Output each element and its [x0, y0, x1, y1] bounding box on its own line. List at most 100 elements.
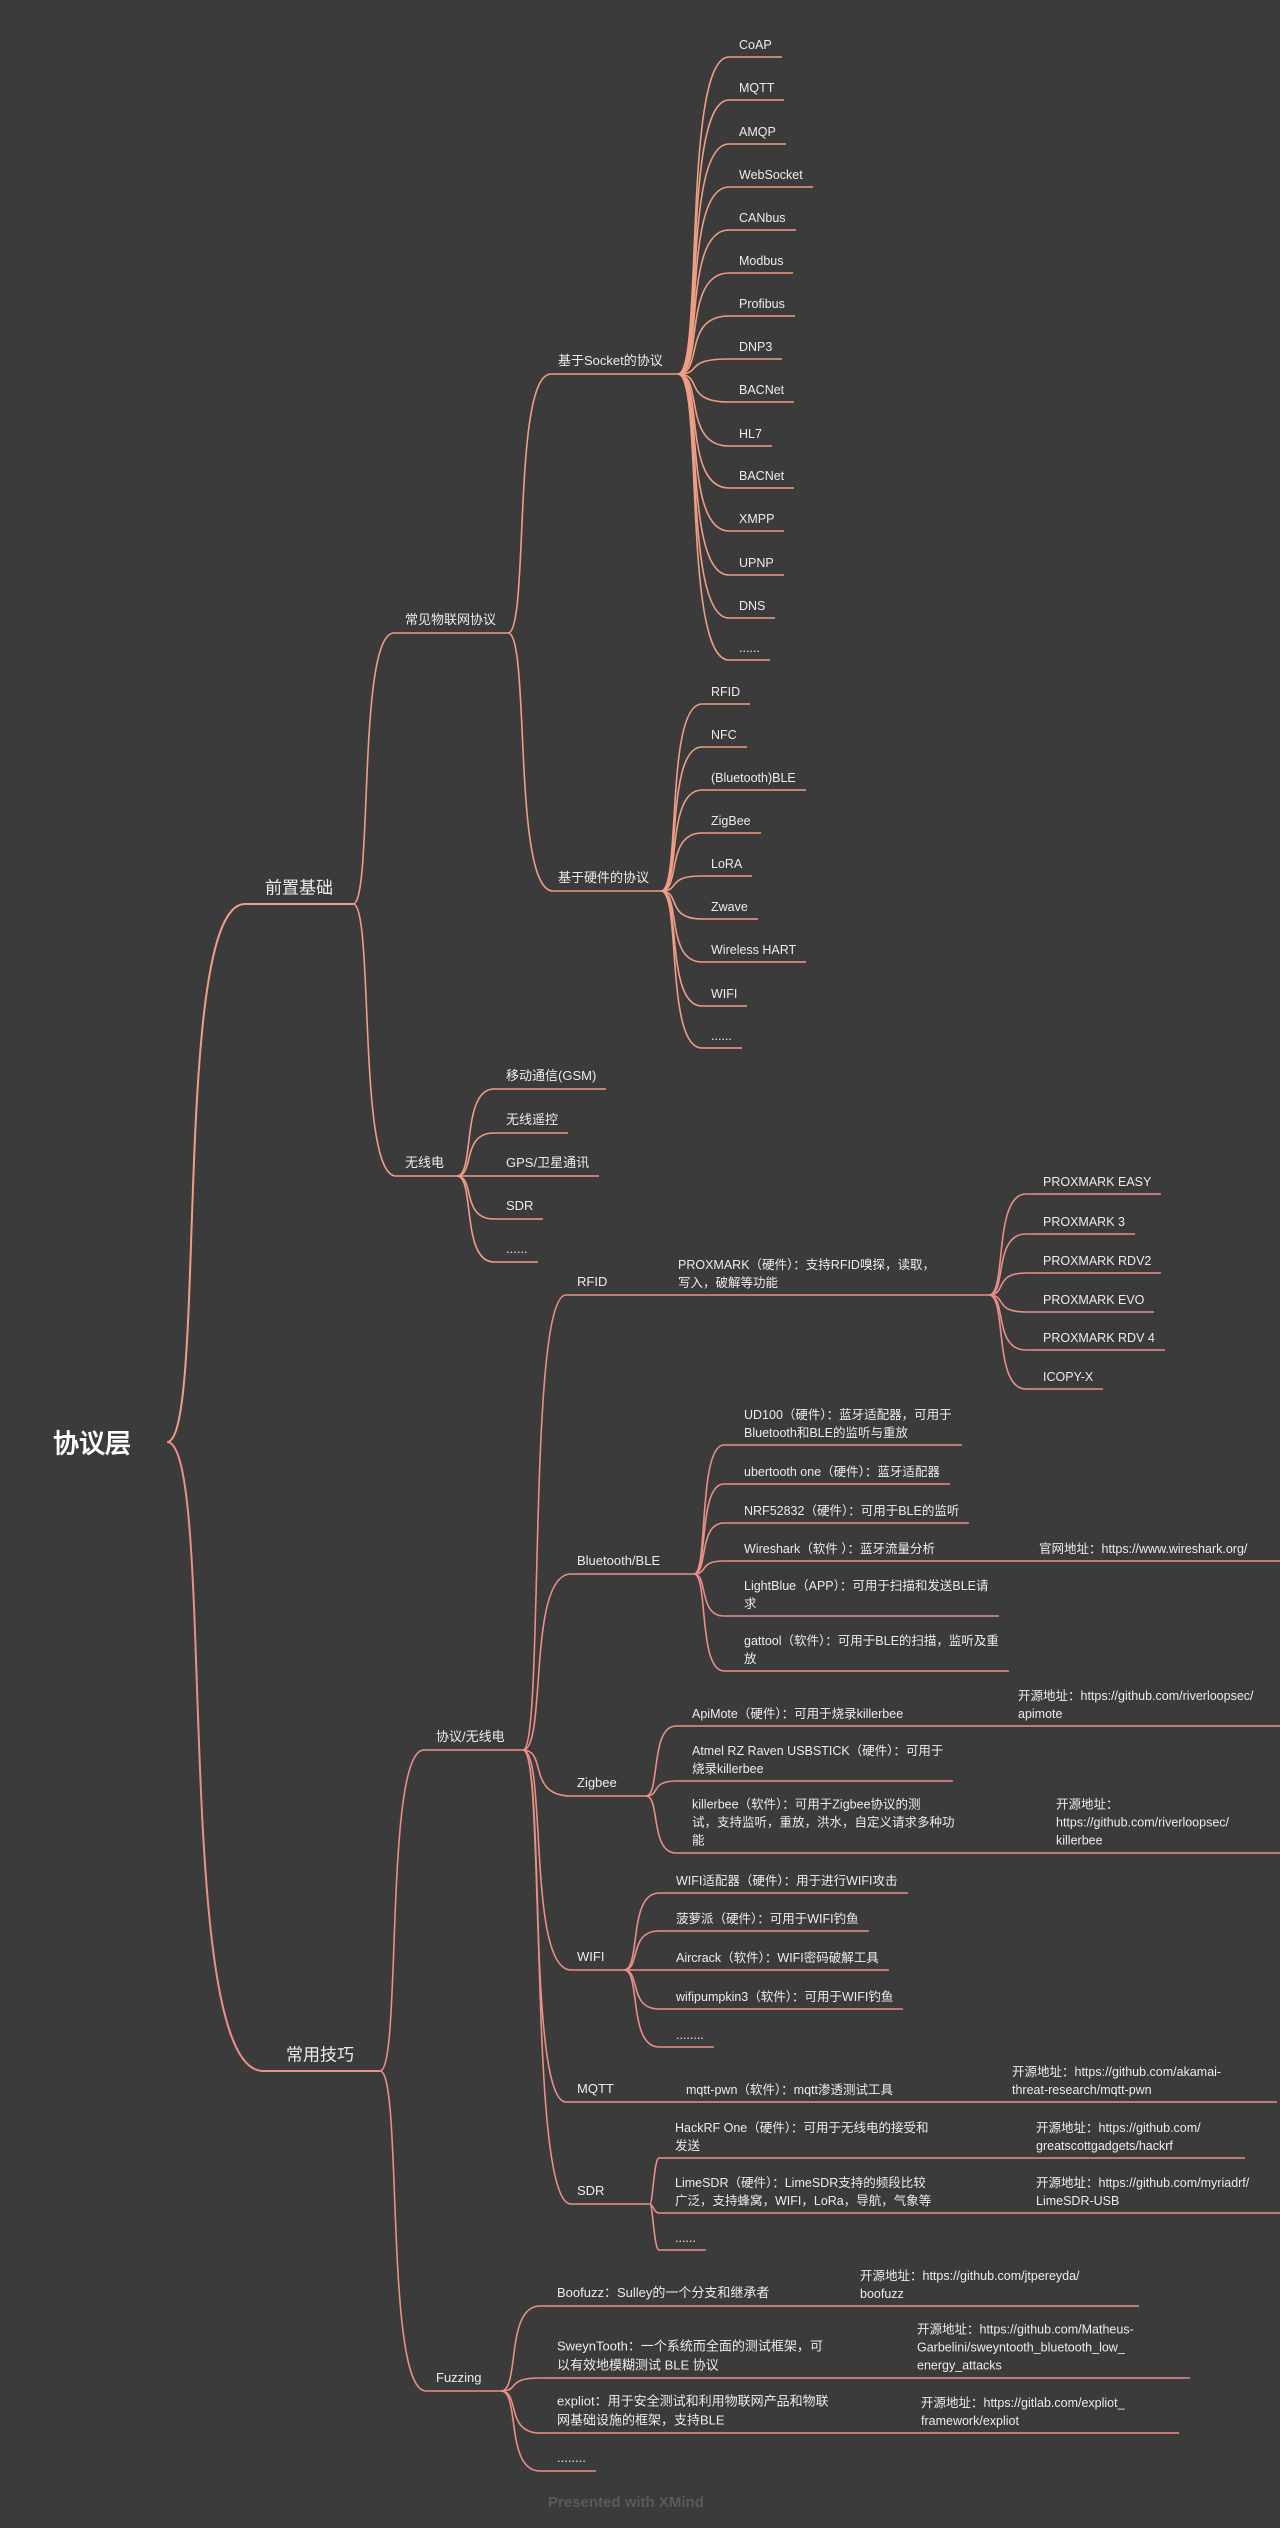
topic-atmel-rz-raven-usbstick: Atmel RZ Raven USBSTICK（硬件）：可用于 烧录killer… — [692, 1743, 944, 1776]
topic-dnp3: DNP3 — [739, 339, 773, 354]
source-url-link[interactable]: 开源地址：https://github.com/ greatscottgadge… — [1036, 2120, 1201, 2153]
topic-item: ...... — [711, 1028, 732, 1043]
connector-ubertooth-one — [693, 1483, 950, 1575]
root-topic: 协议层 — [53, 1428, 132, 1459]
topic-item: ...... — [739, 640, 760, 655]
connector-item — [500, 2390, 596, 2472]
source-url-link[interactable]: 开源地址：https://github.com/myriadrf/ LimeSD… — [1036, 2175, 1250, 2208]
topic-websocket: WebSocket — [739, 167, 803, 182]
source-url-link[interactable]: 官网地址：https://www.wireshark.org/ — [1039, 1541, 1248, 1556]
topic-sweyntooth: SweynTooth：一个系统而全面的测试框架，可 以有效地模糊测试 BLE 协… — [557, 2338, 823, 2373]
connector-sdr — [456, 1175, 543, 1220]
connector-sdr — [522, 1749, 650, 2205]
source-url-link[interactable]: 开源地址：https://github.com/riverloopsec/ ap… — [1018, 1688, 1254, 1721]
source-url-link[interactable]: 开源地址：https://github.com/akamai- threat-r… — [1012, 2064, 1222, 2097]
connector-item — [623, 1969, 714, 2048]
connector-lora — [660, 875, 752, 892]
topic-sdr: SDR — [506, 1198, 534, 1214]
connector-lightblue — [693, 1573, 999, 1617]
main-topic-前置基础: 前置基础 — [265, 878, 333, 898]
topic-wireless-hart: Wireless HART — [711, 942, 797, 957]
topic-xmpp: XMPP — [739, 511, 775, 526]
connector-zigbee — [522, 1749, 646, 1797]
source-url-link[interactable]: 开源地址：https://github.com/Matheus- Garbeli… — [917, 2322, 1134, 2373]
subtopic-fuzzing: Fuzzing — [436, 2370, 482, 2386]
topic-wifi: WIFI — [711, 986, 738, 1001]
connector-atmel-rz-raven-usbstick — [645, 1780, 953, 1797]
connector-常见物联网协议 — [352, 632, 508, 905]
topic-zigbee: ZigBee — [711, 813, 751, 828]
topic-bacnet: BACNet — [739, 382, 785, 397]
connector-zwave — [660, 890, 758, 920]
topic-item: ...... — [506, 1241, 528, 1257]
connector-item — [677, 373, 770, 661]
topic-icopy-x: ICOPY-X — [1043, 1369, 1094, 1384]
topic-proxmark-rdv-4: PROXMARK RDV 4 — [1043, 1330, 1155, 1345]
connector-apimote — [645, 1725, 1280, 1797]
connector-常用技巧 — [166, 1441, 380, 2072]
connector-rfid — [522, 1294, 625, 1751]
source-url-link[interactable]: 开源地址：https://github.com/riverloopsec/ ki… — [1056, 1797, 1229, 1848]
source-url-link[interactable]: 开源地址：https://gitlab.com/expliot_ framewo… — [921, 2395, 1125, 2428]
connector-boofuzz — [500, 2305, 1139, 2392]
topic-ubertooth-one: ubertooth one（硬件）：蓝牙适配器 — [744, 1464, 940, 1479]
connector-hackrf-one — [649, 2157, 1245, 2205]
connector-proxmark-easy — [988, 1193, 1161, 1296]
topic-aircrack: Aircrack（软件）：WIFI密码破解工具 — [676, 1950, 879, 1965]
connector-mqtt — [522, 1749, 645, 2103]
topic-基于socket的协议: 基于Socket的协议 — [558, 353, 663, 369]
topic-rfid: RFID — [711, 684, 741, 699]
connector-dnp3 — [677, 358, 782, 375]
topic-apimote: ApiMote（硬件）：可用于烧录killerbee — [692, 1706, 904, 1721]
topic-proxmark-rdv2: PROXMARK RDV2 — [1043, 1253, 1152, 1268]
connector-基于socket的协议 — [507, 373, 678, 634]
subtopic-协议-无线电: 协议/无线电 — [436, 1729, 505, 1745]
connector-icopy-x — [988, 1294, 1103, 1390]
connector-nfc — [660, 746, 747, 892]
subtopic-无线电: 无线电 — [405, 1155, 445, 1171]
connector-wireshark — [693, 1560, 1280, 1575]
connector-item — [660, 890, 742, 1049]
xmind-credit-link[interactable]: Presented with XMind — [548, 2494, 704, 2511]
topic-upnp: UPNP — [739, 555, 774, 570]
main-topic-常用技巧: 常用技巧 — [286, 2045, 354, 2065]
connector-item — [660, 789, 806, 892]
topic-profibus: Profibus — [739, 296, 785, 311]
topic-wifi适配器: WIFI适配器（硬件）：用于进行WIFI攻击 — [676, 1873, 898, 1888]
subtopic-常见物联网协议: 常见物联网协议 — [405, 612, 497, 628]
topic-无线遥控: 无线遥控 — [506, 1112, 559, 1128]
topic-canbus: CANbus — [739, 210, 786, 225]
topic-nrf52832: NRF52832（硬件）：可用于BLE的监听 — [744, 1503, 960, 1518]
connector-fuzzing — [379, 2070, 501, 2392]
connector-killerbee — [645, 1795, 1280, 1854]
connector-gattool — [693, 1573, 1009, 1672]
topic-hl7: HL7 — [739, 426, 762, 441]
topic-proxmark: PROXMARK（硬件）：支持RFID嗅探，读取， 写入，破解等功能 — [678, 1257, 935, 1290]
topic-wireshark: Wireshark（软件 ）：蓝牙流量分析 — [744, 1541, 935, 1556]
topic-zwave: Zwave — [711, 899, 748, 914]
connector-bluetooth-ble — [522, 1573, 694, 1751]
source-url-link[interactable]: 开源地址：https://github.com/jtpereyda/ boofu… — [860, 2268, 1080, 2301]
connector-wifi适配器 — [623, 1892, 908, 1971]
connector-amqp — [677, 143, 786, 375]
topic-proxmark-evo: PROXMARK EVO — [1043, 1292, 1145, 1307]
topic-expliot: expliot：用于安全测试和利用物联网产品和物联 网基础设施的框架，支持BLE — [557, 2393, 829, 2428]
topic-hackrf-one: HackRF One（硬件）：可用于无线电的接受和 发送 — [675, 2120, 929, 2153]
topic-ud100: UD100（硬件）：蓝牙适配器，可用于 Bluetooth和BLE的监听与重放 — [744, 1407, 952, 1440]
topic-wifipumpkin3: wifipumpkin3（软件）：可用于WIFI钓鱼 — [676, 1989, 894, 2004]
topic-gattool: gattool（软件）：可用于BLE的扫描，监听及重 放 — [744, 1633, 999, 1666]
topic-zigbee: Zigbee — [577, 1775, 617, 1791]
topic-基于硬件的协议: 基于硬件的协议 — [558, 870, 650, 886]
connector-proxmark-evo — [988, 1294, 1154, 1313]
topic-modbus: Modbus — [739, 253, 784, 268]
topic-proxmark-3: PROXMARK 3 — [1043, 1214, 1125, 1229]
topic-移动通信: 移动通信(GSM) — [506, 1068, 597, 1084]
topic-proxmark-easy: PROXMARK EASY — [1043, 1174, 1152, 1189]
topic-amqp: AMQP — [739, 124, 776, 139]
topic-lora: LoRA — [711, 856, 743, 871]
connector-bacnet — [677, 373, 794, 403]
topic-mqtt: MQTT — [577, 2081, 614, 2097]
topic-mqtt: MQTT — [739, 80, 775, 95]
connector-菠萝派 — [623, 1930, 869, 1971]
connector-基于硬件的协议 — [507, 632, 661, 892]
